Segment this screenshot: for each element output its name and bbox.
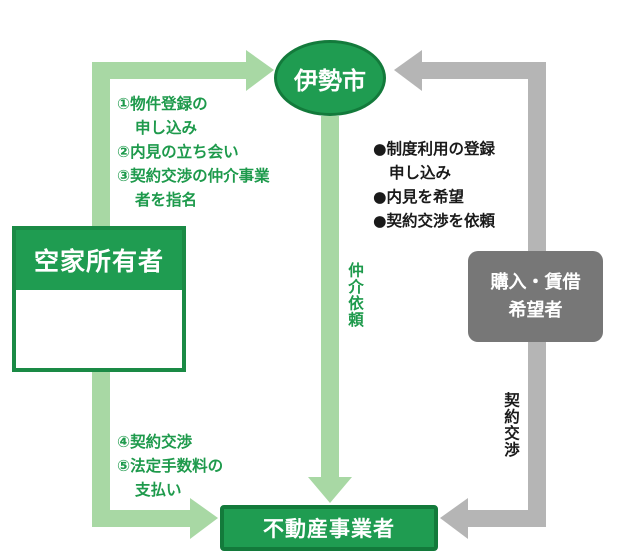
owner-label: 空家所有者 [33,247,164,276]
step-text: ①物件登録の [117,95,208,113]
buyer-label-line1: 購入・賃借 [490,271,581,293]
contract-negotiation-label: 契約交渉 [502,392,520,458]
step-text: 申し込み [135,119,198,137]
step-text: ●制度利用の登録 [373,140,496,158]
owner-header: 空家所有者 [16,230,182,290]
step-text: 申し込み [389,164,452,182]
step-text: ●契約交渉を依頼 [373,212,496,230]
owner-to-realtor-steps: ④契約交渉 ⑤法定手数料の 支払い [117,430,223,502]
step-text: 支払い [135,481,182,499]
arrow-buyer-to-city [394,50,546,252]
step-text: ③契約交渉の仲介事業 [117,167,270,185]
step-text: ②内見の立ち会い [117,143,239,161]
arrow-buyer-to-realtor [440,341,546,539]
step-text: ●内見を希望 [373,188,465,206]
step-text: 者を指名 [135,191,198,209]
buyer-to-city-steps: ●制度利用の登録 申し込み ●内見を希望 ●契約交渉を依頼 [373,137,495,233]
realtor-label: 不動産事業者 [263,517,395,541]
owner-node: 空家所有者 [12,226,186,372]
step-text: ④契約交渉 [117,433,193,451]
arrow-city-to-realtor [308,116,352,503]
buyer-node: 購入・賃借 希望者 [468,251,603,342]
realtor-node: 不動産事業者 [220,505,438,551]
mediation-request-label: 仲介依頼 [346,262,364,328]
owner-to-city-steps: ①物件登録の 申し込み ②内見の立ち会い ③契約交渉の仲介事業 者を指名 [117,92,270,212]
arrow-owner-to-realtor [92,372,218,539]
ise-city-node: 伊勢市 [274,40,386,116]
step-text: ⑤法定手数料の [117,457,224,475]
arrow-owner-to-city [92,50,274,228]
buyer-label-line2: 希望者 [508,299,563,321]
ise-city-label: 伊勢市 [294,66,366,95]
